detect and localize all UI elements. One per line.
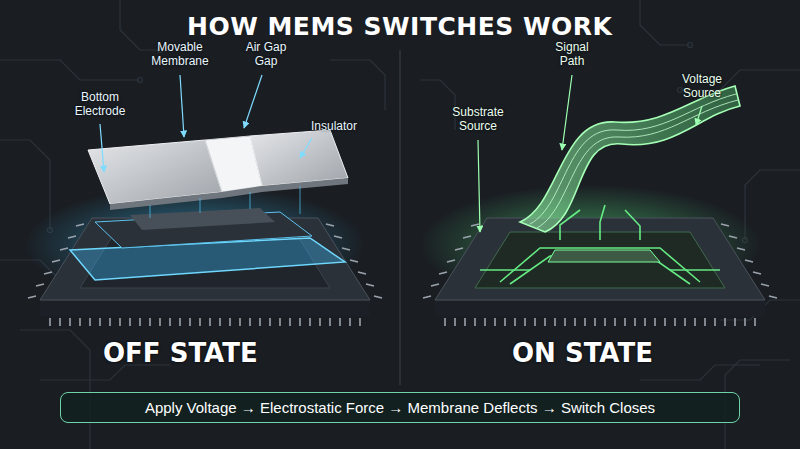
off-state-chip-part-part (250, 192, 251, 209)
on-state-chip-part (480, 205, 720, 284)
on-state-chip-part-part (670, 269, 720, 271)
off-state-chip-part-part (200, 198, 201, 213)
on-state-chip-part (435, 300, 765, 316)
off-state-chip-part (130, 208, 275, 230)
on-state-chip-part-part (423, 224, 479, 298)
leader-lines (100, 75, 702, 232)
off-state-chip-part (70, 238, 345, 280)
on-state-chip-part-part (537, 100, 738, 228)
leader-lines-part (244, 75, 262, 128)
part-label: Air Gap Gap (237, 40, 295, 69)
leader-lines-part (562, 75, 572, 150)
off-state-chip-part (40, 300, 370, 316)
off-state-chip-part-part (150, 205, 151, 218)
circuit-background-part (678, 88, 683, 93)
on-state-chip-part-part (625, 210, 640, 240)
on-state-chip-part-part (530, 94, 736, 224)
on-state-chip-part (530, 94, 738, 228)
state-label: OFF STATE (103, 338, 258, 369)
title: HOW MEMS SWITCHES WORK (187, 12, 612, 42)
on-state-chip-part (520, 86, 740, 232)
on-state-chip-part-part (721, 224, 777, 298)
leader-lines-part (478, 140, 480, 232)
part-label: Signal Path (544, 40, 600, 69)
part-label: Insulator (311, 119, 357, 133)
circuit-background-part (120, 0, 690, 130)
on-state-chip-part-part (600, 205, 605, 240)
off-state-chip-part (250, 130, 348, 186)
leader-lines-part (180, 75, 184, 137)
part-label: Movable Membrane (140, 40, 220, 69)
panel-divider (400, 50, 401, 385)
leader-lines-part (300, 138, 312, 158)
state-label: ON STATE (512, 338, 653, 369)
off-state-chip-part-part (300, 186, 301, 214)
circuit-background-part (688, 43, 693, 48)
part-label: Bottom Electrode (62, 90, 138, 119)
part-label: Voltage Source (670, 72, 734, 101)
on-state-chip-part-part (445, 318, 755, 326)
circuit-background-part (138, 78, 143, 83)
off-state-chip-part (110, 178, 348, 210)
off-state-chip-part-part (50, 318, 360, 326)
part-label: Substrate Source (438, 105, 518, 134)
leader-lines-part (100, 124, 104, 172)
leader-lines-part (696, 106, 702, 125)
process-band: Apply Voltage → Electrostatic Force → Me… (60, 392, 740, 423)
on-state-chip-part-part (480, 269, 530, 271)
off-state-chip (25, 130, 382, 326)
process-text: Apply Voltage → Electrostatic Force → Me… (79, 399, 721, 416)
off-state-chip-part (150, 186, 300, 218)
on-state-chip (420, 86, 777, 326)
on-state-chip-part (548, 250, 660, 262)
off-state-chip-part-part (28, 224, 84, 298)
on-state-chip-part (475, 232, 725, 288)
